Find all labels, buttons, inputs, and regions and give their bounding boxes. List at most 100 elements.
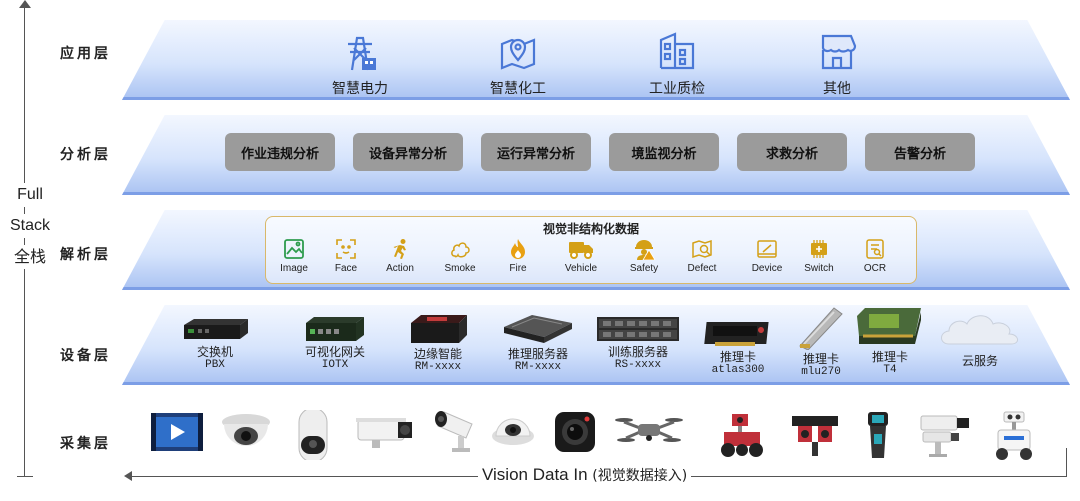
truck-icon	[569, 242, 593, 259]
analysis-button-rescue[interactable]: 求救分析	[737, 133, 847, 171]
capture-patrol-robot[interactable]	[990, 410, 1038, 466]
device-model: T4	[883, 364, 897, 376]
parse-item-device[interactable]: Device	[739, 238, 795, 274]
cloud-icon	[941, 315, 1018, 345]
vision-data-label-en: Vision Data In	[482, 465, 588, 484]
video-file-icon	[151, 413, 203, 451]
helmet-worker-icon	[635, 240, 656, 260]
defect-map-icon	[692, 239, 712, 259]
webcam-icon	[555, 412, 595, 452]
app-item-power[interactable]: 智慧电力	[305, 30, 415, 98]
capture-mini-dome-camera[interactable]	[490, 410, 536, 454]
parse-item-label: Safety	[629, 263, 659, 274]
capture-bullet-camera[interactable]	[432, 410, 478, 458]
smoke-icon	[451, 242, 470, 258]
vision-data-label: Vision Data In (视觉数据接入)	[478, 465, 692, 485]
edge-box-icon	[411, 315, 467, 343]
gateway-box-icon	[306, 317, 364, 341]
device-screen-icon	[757, 240, 777, 258]
capture-handheld-scanner[interactable]	[858, 410, 898, 464]
parse-item-image[interactable]: Image	[266, 238, 322, 274]
app-item-quality[interactable]: 工业质检	[622, 30, 732, 98]
analysis-button-alarm[interactable]: 告警分析	[865, 133, 975, 171]
parse-item-label: OCR	[863, 263, 887, 274]
capture-box-camera[interactable]	[352, 410, 414, 454]
stack-axis-arrow-top	[19, 0, 31, 8]
device-training-server[interactable]: 训练服务器 RS-xxxx	[593, 315, 683, 372]
parse-item-label: Smoke	[444, 263, 476, 274]
robot-arm-icon	[792, 416, 838, 456]
building-icon	[659, 32, 695, 70]
parse-item-vehicle[interactable]: Vehicle	[553, 238, 609, 274]
device-model: RM-xxxx	[514, 361, 562, 373]
parse-item-action[interactable]: Action	[372, 238, 428, 274]
parse-item-label: Fire	[509, 263, 527, 274]
thermal-camera-icon	[920, 415, 969, 457]
analysis-button-violation[interactable]: 作业违规分析	[225, 133, 335, 171]
parse-item-fire[interactable]: Fire	[490, 238, 546, 274]
layer-label-capture: 采集层	[60, 436, 111, 452]
device-edge[interactable]: 边缘智能 RM-xxxx	[398, 313, 478, 374]
parse-item-face[interactable]: Face	[318, 238, 374, 274]
vision-data-arrowhead	[124, 471, 132, 481]
device-switch[interactable]: 交换机 PBX	[175, 317, 255, 372]
parse-item-safety[interactable]: Safety	[616, 238, 672, 274]
capture-thermal-camera[interactable]	[917, 410, 973, 462]
device-name: 交换机	[196, 345, 233, 359]
device-model: atlas300	[711, 364, 765, 376]
app-item-label: 智慧电力	[332, 81, 388, 97]
app-item-other[interactable]: 其他	[782, 30, 892, 98]
capture-dome-camera[interactable]	[220, 410, 272, 458]
running-person-icon	[393, 239, 406, 259]
mini-dome-camera-icon	[492, 418, 534, 445]
layer-label-parse: 解析层	[60, 247, 111, 263]
app-item-chemical[interactable]: 智慧化工	[463, 30, 573, 98]
device-model: mlu270	[801, 366, 841, 378]
parse-item-switch[interactable]: Switch	[791, 238, 847, 274]
shop-icon	[821, 34, 857, 70]
device-inference-server[interactable]: 推理服务器 RM-xxxx	[498, 313, 578, 374]
capture-webcam[interactable]	[553, 410, 597, 458]
app-item-label: 工业质检	[649, 81, 705, 97]
device-model: RS-xxxx	[614, 359, 662, 371]
device-cloud[interactable]: 云服务	[935, 310, 1025, 368]
map-location-icon	[500, 38, 536, 70]
parse-item-ocr[interactable]: OCR	[847, 238, 903, 274]
device-gateway[interactable]: 可视化网关 IOTX	[290, 315, 380, 372]
capture-ptz-camera[interactable]	[295, 407, 331, 464]
parse-box-title: 视觉非结构化数据	[542, 222, 639, 236]
switch-chip-icon	[811, 240, 827, 258]
layer-label-device: 设备层	[60, 348, 111, 364]
capture-robot-arm[interactable]	[790, 410, 840, 464]
parse-item-defect[interactable]: Defect	[674, 238, 730, 274]
app-item-label: 其他	[823, 81, 851, 97]
analysis-button-operation[interactable]: 运行异常分析	[481, 133, 591, 171]
ptz-camera-icon	[298, 407, 328, 463]
mlu-card-icon	[799, 307, 843, 350]
parse-item-smoke[interactable]: Smoke	[432, 238, 488, 274]
parse-item-label: Switch	[804, 263, 834, 274]
switch-box-icon	[184, 319, 248, 339]
layer-label-analysis: 分析层	[60, 147, 111, 163]
device-model: RM-xxxx	[414, 361, 462, 373]
capture-drone[interactable]	[614, 410, 684, 454]
analysis-button-monitoring[interactable]: 境监视分析	[609, 133, 719, 171]
patrol-robot-icon	[996, 411, 1032, 460]
device-atlas-card[interactable]: 推理卡 atlas300	[700, 318, 776, 377]
parse-item-label: Device	[751, 263, 783, 274]
inference-server-icon	[504, 315, 572, 343]
device-t4-card[interactable]: 推理卡 T4	[852, 306, 928, 377]
analysis-button-equipment[interactable]: 设备异常分析	[353, 133, 463, 171]
stack-axis-line	[24, 2, 25, 476]
stack-label-en-1: Full	[2, 183, 58, 207]
device-model: PBX	[205, 359, 225, 371]
parse-item-label: Image	[280, 263, 308, 274]
device-mlu-card[interactable]: 推理卡 mlu270	[788, 306, 854, 379]
face-icon	[336, 239, 356, 259]
image-icon	[284, 239, 304, 259]
capture-robot-vehicle[interactable]	[716, 410, 768, 464]
device-model: IOTX	[321, 359, 349, 371]
device-name: 可视化网关	[304, 345, 365, 359]
capture-video[interactable]	[150, 410, 204, 458]
stack-axis-tick-bottom	[17, 476, 33, 477]
